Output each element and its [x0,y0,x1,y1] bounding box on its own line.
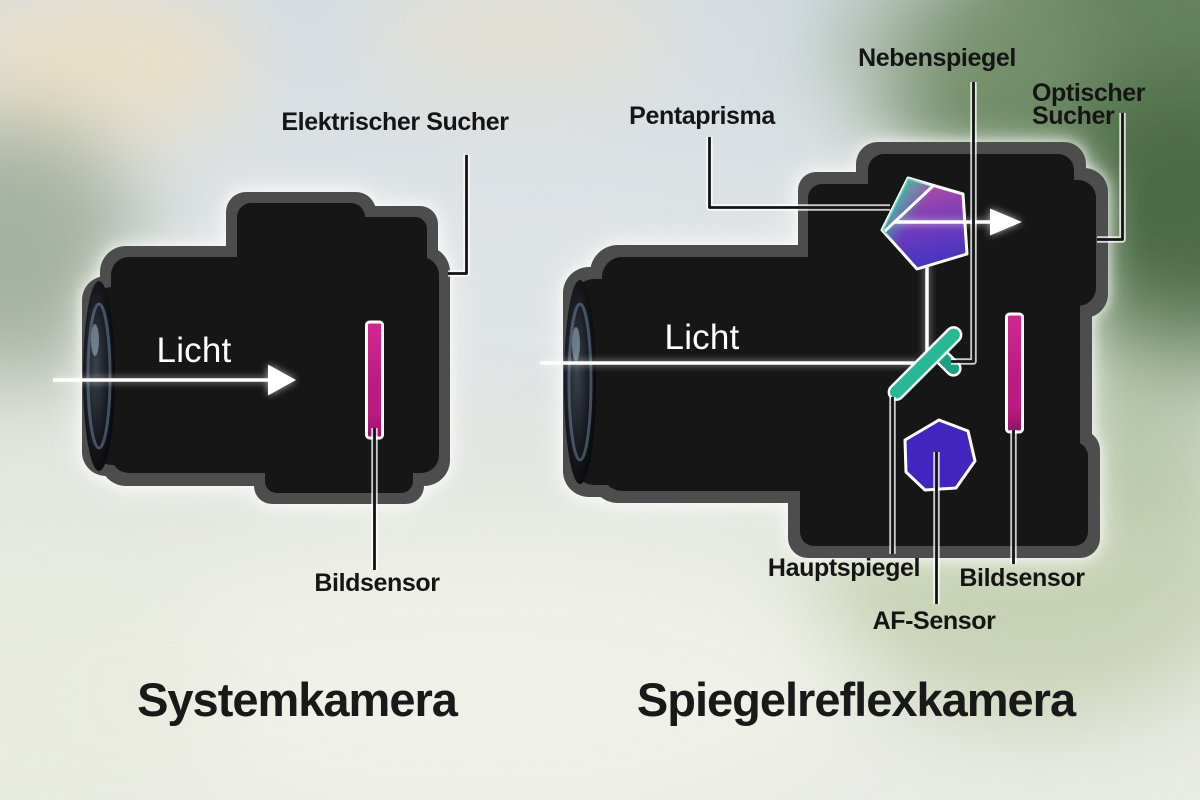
label-main-mirror: Hauptspiegel [767,554,921,582]
label-sensor-left: Bildsensor [314,569,440,597]
dslr-eyepiece [1042,180,1096,306]
mirrorless-grip [265,431,413,493]
secondary-mirror-pointer-line [951,82,975,363]
af-sensor-shape [903,418,977,492]
label-light-right: Licht [664,318,740,357]
label-electronic-viewfinder: Elektrischer Sucher [281,108,509,136]
background-field [100,540,860,800]
dslr-lens-glass [564,280,596,484]
optical-viewfinder-pointer-line [1097,113,1124,241]
label-sensor-right: Bildsensor [959,564,1085,592]
title-dslr: Spiegelreflexkamera [636,673,1076,726]
light-arrowhead-right [990,208,1022,236]
mirrorless-hump-step [341,217,427,311]
title-mirrorless: Systemkamera [137,673,458,726]
image-sensor-left [365,320,384,440]
evf-pointer-line [448,155,468,275]
label-optical-viewfinder: Optischer Sucher [1032,79,1146,130]
label-secondary-mirror: Nebenspiegel [858,44,1016,72]
label-af-sensor: AF-Sensor [872,607,996,635]
pentaprism-pointer-line [708,137,890,209]
label-light-left: Licht [156,331,232,370]
light-arrowhead-left [268,364,296,396]
mirrorless-lens-glass [83,281,115,471]
label-pentaprism: Pentaprisma [629,102,775,130]
image-sensor-right [1005,312,1024,434]
pentaprism-reflection-line [883,183,936,233]
